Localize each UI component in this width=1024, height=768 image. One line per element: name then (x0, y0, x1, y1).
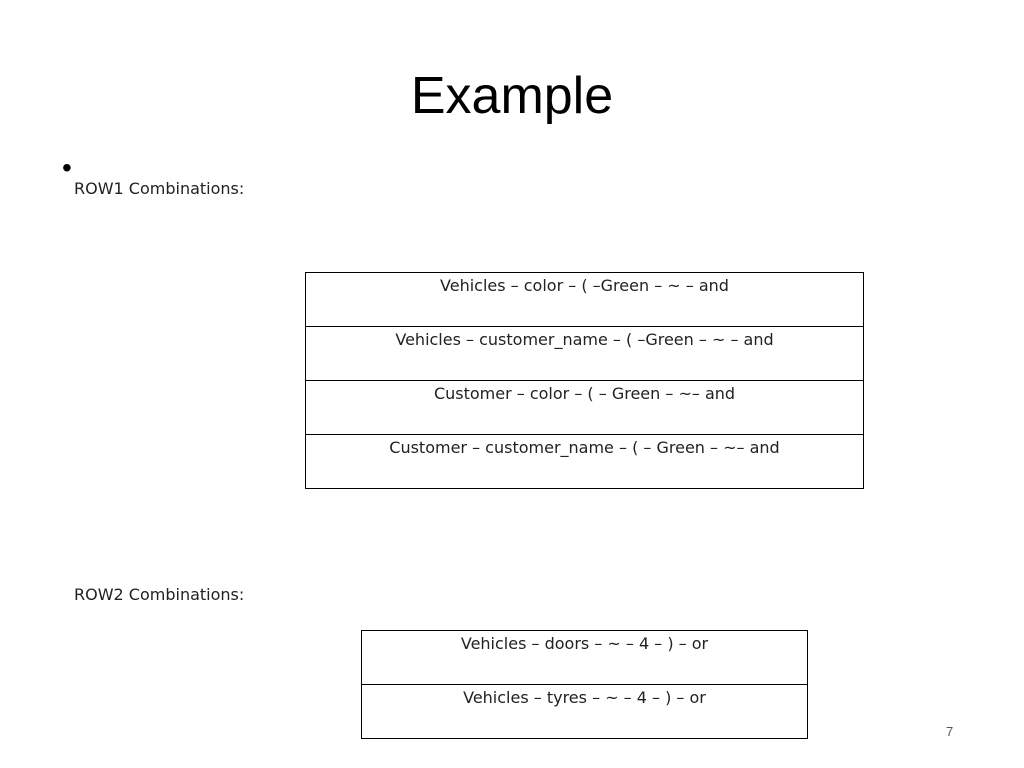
row1-combinations-label: ROW1 Combinations: (74, 179, 245, 198)
row2-combinations-label: ROW2 Combinations: (74, 585, 245, 604)
table-row: Vehicles – doors – ~ – 4 – ) – or (361, 630, 808, 685)
slide-title: Example (410, 67, 614, 125)
table-cell: Customer – color – ( – Green – ~– and (305, 380, 864, 435)
bullet-point: • (62, 152, 72, 183)
row2-combinations-table: Vehicles – doors – ~ – 4 – ) – or Vehicl… (361, 630, 808, 739)
table-cell: Vehicles – color – ( –Green – ~ – and (305, 272, 864, 327)
table-row: Vehicles – tyres – ~ – 4 – ) – or (361, 684, 808, 739)
table-row: Customer – customer_name – ( – Green – ~… (305, 434, 864, 489)
table-row: Vehicles – customer_name – ( –Green – ~ … (305, 326, 864, 381)
table-row: Vehicles – color – ( –Green – ~ – and (305, 272, 864, 327)
page-number: 7 (946, 724, 954, 739)
table-cell: Vehicles – tyres – ~ – 4 – ) – or (361, 684, 808, 739)
table-row: Customer – color – ( – Green – ~– and (305, 380, 864, 435)
table-cell: Vehicles – doors – ~ – 4 – ) – or (361, 630, 808, 685)
row1-combinations-table: Vehicles – color – ( –Green – ~ – and Ve… (305, 272, 864, 489)
table-cell: Customer – customer_name – ( – Green – ~… (305, 434, 864, 489)
table-cell: Vehicles – customer_name – ( –Green – ~ … (305, 326, 864, 381)
